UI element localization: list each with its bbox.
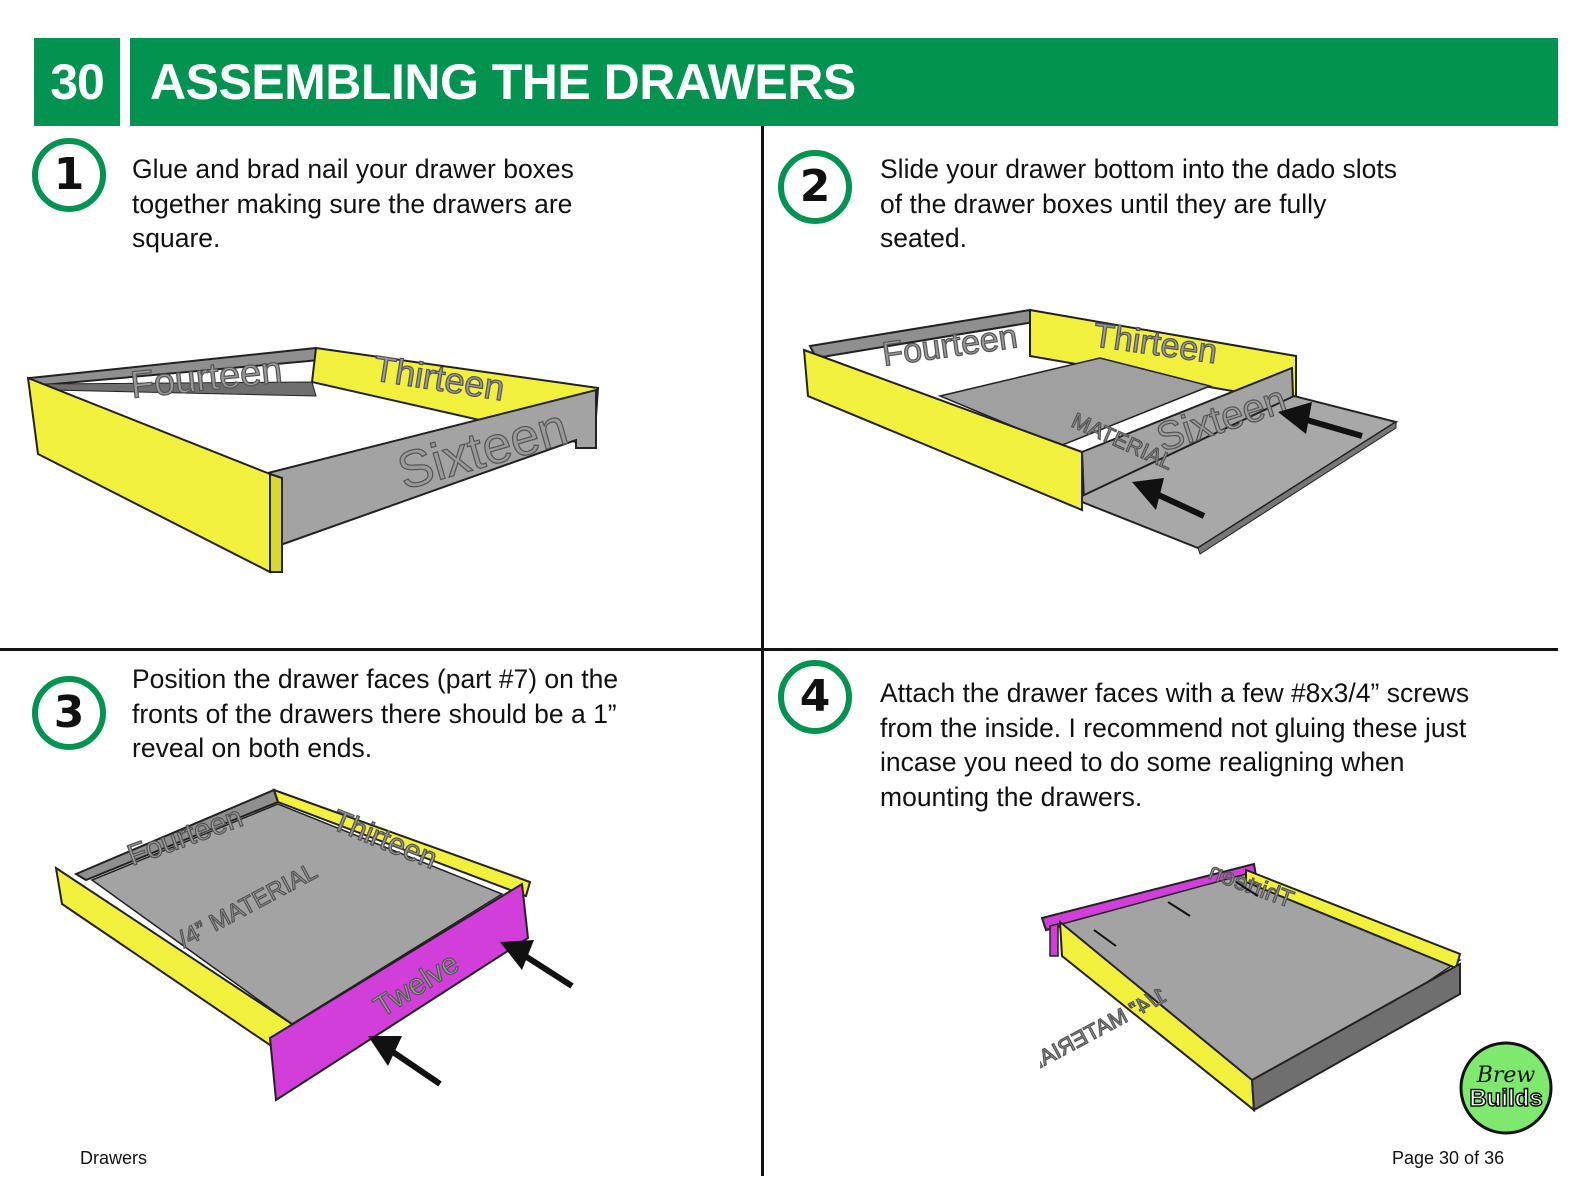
step-2-badge: 2: [778, 150, 852, 224]
step-2-text: Slide your drawer bottom into the dado s…: [880, 154, 1398, 253]
step-4-text: Attach the drawer faces with a few #8x3/…: [880, 678, 1470, 812]
arrow-icon: [1278, 402, 1363, 439]
label-fourteen: Fourteen: [129, 349, 285, 407]
section-number: 30: [34, 38, 120, 126]
page-title: ASSEMBLING THE DRAWERS: [130, 38, 1558, 126]
svg-text:Brew: Brew: [1476, 1063, 1536, 1088]
arrow-icon: [1132, 478, 1206, 519]
arrow-icon: [500, 940, 574, 989]
arrow-icon: [368, 1036, 442, 1087]
page-header: 30 ASSEMBLING THE DRAWERS: [34, 38, 1558, 126]
footer-section-label: Drawers: [80, 1148, 148, 1168]
drawer-box-illustration-1: Fourteen Thirteen Sixteen: [26, 347, 600, 574]
svg-text:Builds: Builds: [1469, 1085, 1542, 1112]
arrow-icon: [1093, 881, 1259, 947]
step-3-text: Position the drawer faces (part #7) on t…: [132, 664, 619, 763]
drawer-bottom-illustration-2: Fourteen Thirteen MATERIAL Sixteen: [802, 308, 1399, 555]
step-1-badge: 1: [32, 138, 106, 212]
brew-builds-logo: Brew Builds: [1459, 1041, 1553, 1135]
label-material: 1/4” MATERIAL: [1040, 982, 1170, 1076]
footer-page-number: Page 30 of 36: [1392, 1148, 1505, 1168]
vertical-divider: [761, 126, 764, 1176]
label-fourteen: Fourteen: [880, 317, 1020, 374]
drawer-face-illustration-3: Fourteen Thirteen /4” MATERIAL Twelve: [54, 788, 574, 1102]
horizontal-divider: [0, 648, 1558, 651]
drawer-mounted-illustration-4: Thirteen 1/4” MATERIAL: [1040, 860, 1462, 1113]
label-thirteen: Thirteen: [1091, 316, 1220, 371]
step-3-badge: 3: [32, 676, 106, 750]
step-4-badge: 4: [778, 660, 852, 734]
step-1-text: Glue and brad nail your drawer boxes tog…: [132, 154, 574, 253]
